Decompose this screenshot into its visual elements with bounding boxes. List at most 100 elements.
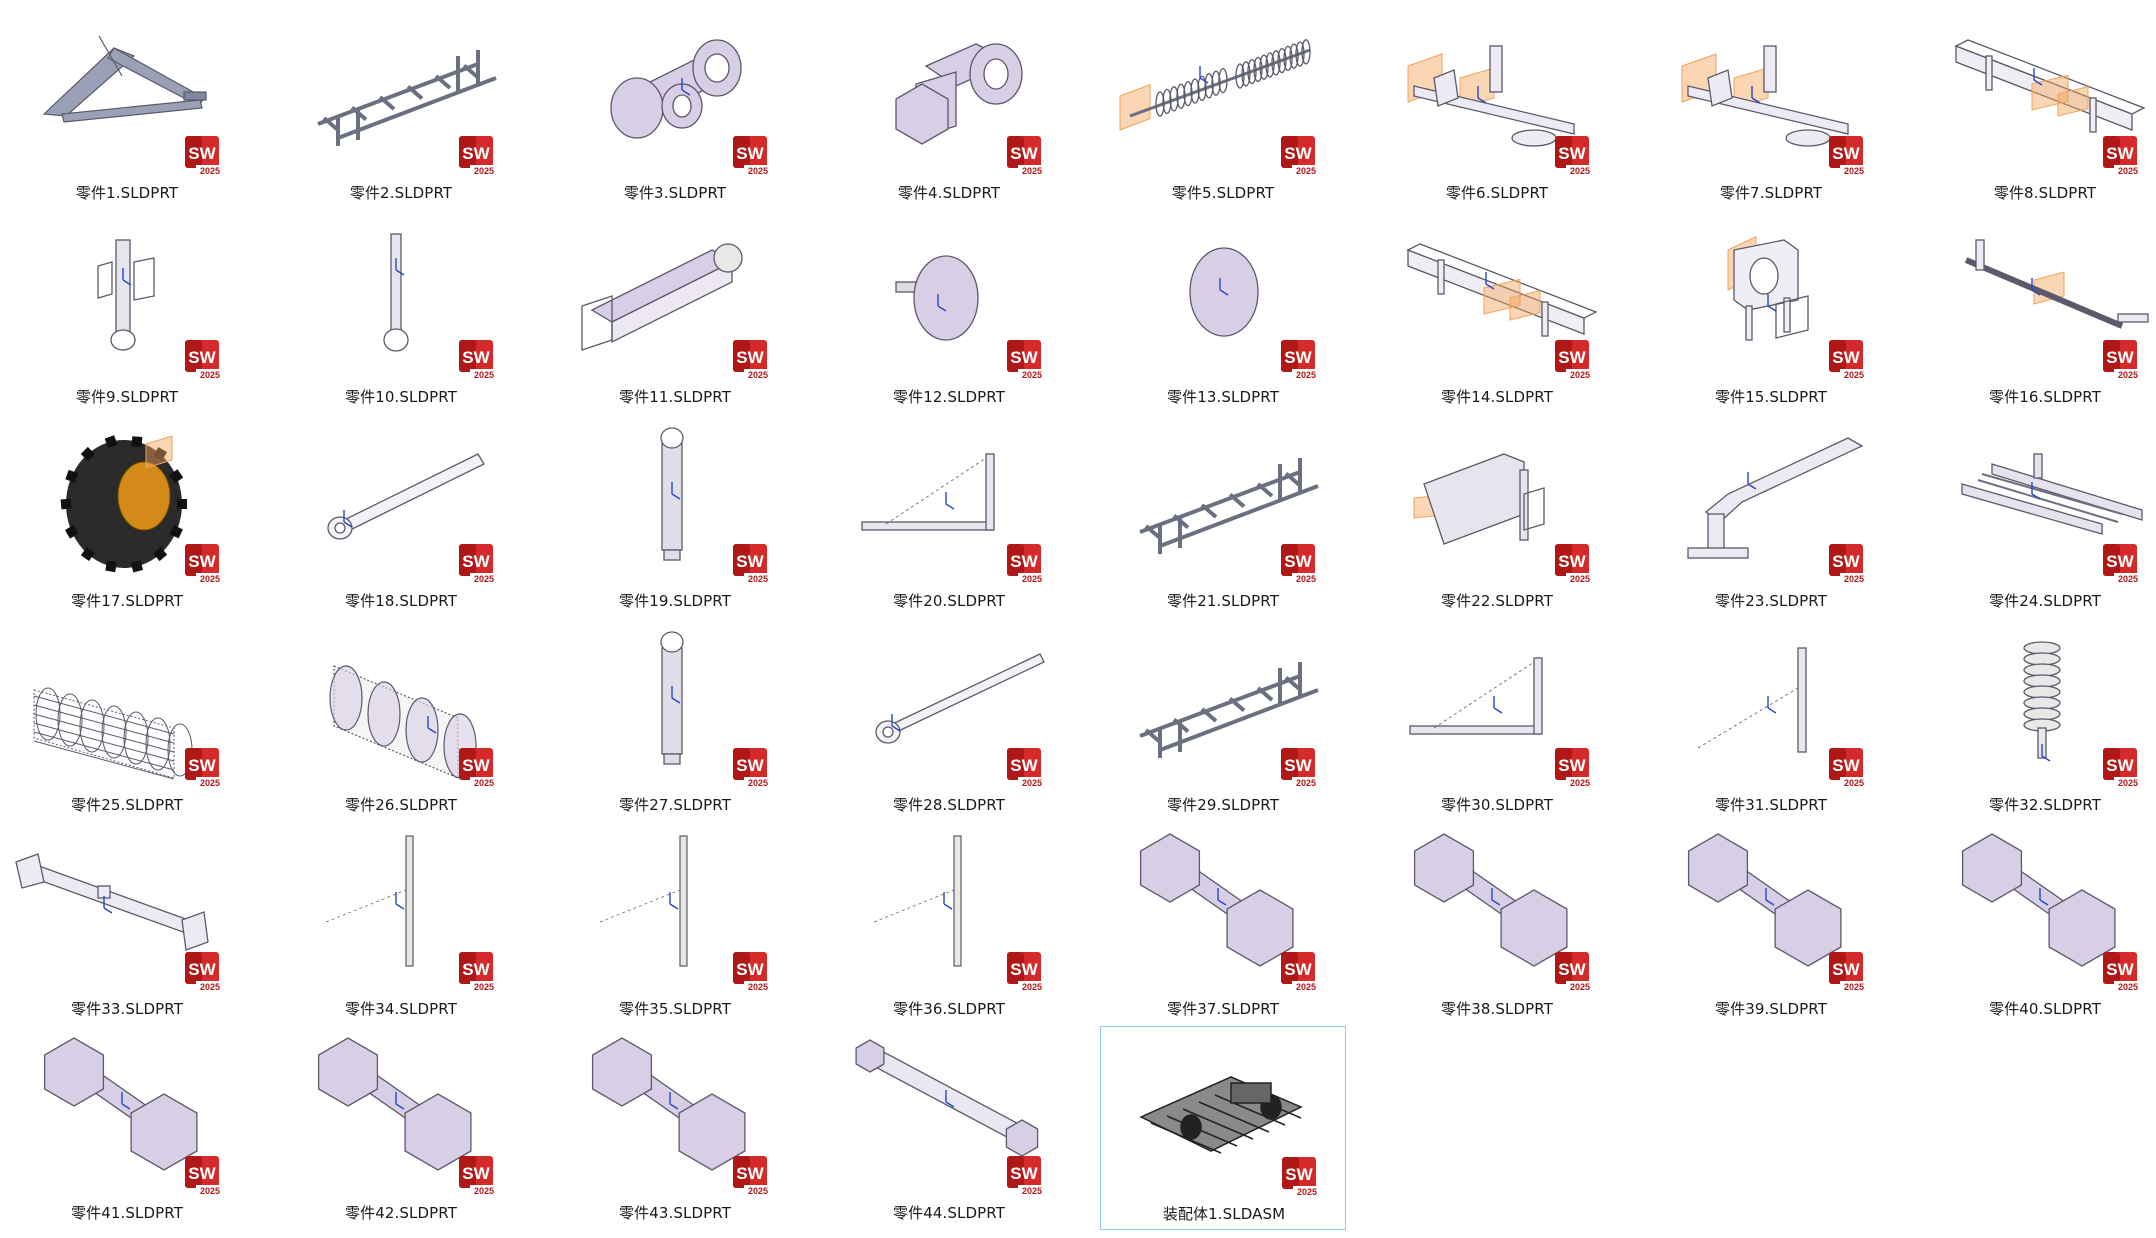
file-tile[interactable]: SW 2025 零件14.SLDPRT [1374, 210, 1620, 414]
svg-text:2025: 2025 [200, 370, 220, 380]
file-name-label: 零件2.SLDPRT [349, 184, 453, 202]
file-tile[interactable]: SW 2025 零件7.SLDPRT [1648, 6, 1894, 210]
svg-text:2025: 2025 [1570, 778, 1590, 788]
svg-text:SW: SW [736, 960, 764, 979]
svg-text:SW: SW [1558, 144, 1586, 163]
file-tile[interactable]: SW 2025 零件17.SLDPRT [4, 414, 250, 618]
file-tile[interactable]: SW 2025 零件34.SLDPRT [278, 822, 524, 1026]
svg-text:SW: SW [1832, 552, 1860, 571]
part-thumbnail [1922, 414, 2156, 590]
svg-text:SW: SW [1558, 552, 1586, 571]
file-tile[interactable]: SW 2025 零件19.SLDPRT [552, 414, 798, 618]
file-tile[interactable]: SW 2025 零件21.SLDPRT [1100, 414, 1346, 618]
file-tile[interactable]: SW 2025 零件36.SLDPRT [826, 822, 1072, 1026]
file-tile[interactable]: SW 2025 零件39.SLDPRT [1648, 822, 1894, 1026]
file-tile[interactable]: SW 2025 零件31.SLDPRT [1648, 618, 1894, 822]
svg-text:SW: SW [188, 756, 216, 775]
part-thumbnail [826, 1026, 1072, 1202]
file-tile[interactable]: SW 2025 零件26.SLDPRT [278, 618, 524, 822]
svg-text:SW: SW [2106, 348, 2134, 367]
file-tile[interactable]: SW 2025 零件24.SLDPRT [1922, 414, 2156, 618]
svg-text:SW: SW [462, 756, 490, 775]
file-tile[interactable]: SW 2025 零件8.SLDPRT [1922, 6, 2156, 210]
solidworks-icon: SW 2025 [456, 542, 500, 584]
file-tile[interactable]: SW 2025 零件11.SLDPRT [552, 210, 798, 414]
file-tile[interactable]: SW 2025 零件23.SLDPRT [1648, 414, 1894, 618]
solidworks-icon: SW 2025 [182, 1154, 226, 1196]
part-thumbnail [278, 822, 524, 998]
part-thumbnail [552, 1026, 798, 1202]
file-tile[interactable]: SW 2025 零件35.SLDPRT [552, 822, 798, 1026]
file-tile[interactable]: SW 2025 零件32.SLDPRT [1922, 618, 2156, 822]
svg-text:SW: SW [462, 960, 490, 979]
file-name-label: 零件20.SLDPRT [893, 592, 1005, 610]
svg-text:2025: 2025 [200, 982, 220, 992]
file-name-label: 零件9.SLDPRT [75, 388, 179, 406]
file-tile[interactable]: SW 2025 零件40.SLDPRT [1922, 822, 2156, 1026]
part-thumbnail [1648, 414, 1894, 590]
part-thumbnail [1648, 822, 1894, 998]
file-tile[interactable]: SW 2025 零件2.SLDPRT [278, 6, 524, 210]
file-name-label: 零件29.SLDPRT [1167, 796, 1279, 814]
svg-text:SW: SW [1010, 1164, 1038, 1183]
solidworks-icon: SW 2025 [182, 134, 226, 176]
part-thumbnail [278, 6, 524, 182]
file-tile[interactable]: SW 2025 零件20.SLDPRT [826, 414, 1072, 618]
svg-text:2025: 2025 [1022, 574, 1042, 584]
svg-text:2025: 2025 [1844, 370, 1864, 380]
file-tile[interactable]: SW 2025 零件41.SLDPRT [4, 1026, 250, 1230]
part-thumbnail [4, 822, 250, 998]
file-tile[interactable]: SW 2025 零件29.SLDPRT [1100, 618, 1346, 822]
part-thumbnail [552, 822, 798, 998]
solidworks-icon: SW 2025 [1552, 746, 1596, 788]
solidworks-icon: SW 2025 [1004, 1154, 1048, 1196]
file-tile[interactable]: SW 2025 零件9.SLDPRT [4, 210, 250, 414]
solidworks-icon: SW 2025 [1826, 950, 1870, 992]
file-tile[interactable]: SW 2025 零件44.SLDPRT [826, 1026, 1072, 1230]
file-name-label: 零件14.SLDPRT [1441, 388, 1553, 406]
solidworks-icon: SW 2025 [1004, 134, 1048, 176]
file-name-label: 零件12.SLDPRT [893, 388, 1005, 406]
part-thumbnail [1922, 618, 2156, 794]
file-tile[interactable]: SW 2025 零件27.SLDPRT [552, 618, 798, 822]
svg-text:SW: SW [1010, 348, 1038, 367]
file-tile[interactable]: SW 2025 零件6.SLDPRT [1374, 6, 1620, 210]
solidworks-icon: SW 2025 [1279, 1155, 1323, 1197]
file-tile[interactable]: SW 2025 零件10.SLDPRT [278, 210, 524, 414]
solidworks-icon: SW 2025 [1278, 746, 1322, 788]
svg-text:SW: SW [1832, 960, 1860, 979]
file-tile[interactable]: SW 2025 零件15.SLDPRT [1648, 210, 1894, 414]
file-tile[interactable]: SW 2025 零件18.SLDPRT [278, 414, 524, 618]
file-tile[interactable]: SW 2025 零件38.SLDPRT [1374, 822, 1620, 1026]
file-tile[interactable]: SW 2025 装配体1.SLDASM [1100, 1026, 1346, 1230]
file-tile[interactable]: SW 2025 零件37.SLDPRT [1100, 822, 1346, 1026]
solidworks-icon: SW 2025 [456, 338, 500, 380]
file-name-label: 零件10.SLDPRT [345, 388, 457, 406]
file-tile[interactable]: SW 2025 零件16.SLDPRT [1922, 210, 2156, 414]
file-tile[interactable]: SW 2025 零件25.SLDPRT [4, 618, 250, 822]
part-thumbnail [1374, 822, 1620, 998]
file-tile[interactable]: SW 2025 零件43.SLDPRT [552, 1026, 798, 1230]
part-thumbnail [4, 6, 250, 182]
file-name-label: 零件42.SLDPRT [345, 1204, 457, 1222]
file-tile[interactable]: SW 2025 零件5.SLDPRT [1100, 6, 1346, 210]
file-name-label: 零件25.SLDPRT [71, 796, 183, 814]
file-tile[interactable]: SW 2025 零件4.SLDPRT [826, 6, 1072, 210]
file-tile[interactable]: SW 2025 零件42.SLDPRT [278, 1026, 524, 1230]
file-name-label: 零件6.SLDPRT [1445, 184, 1549, 202]
solidworks-icon: SW 2025 [2100, 746, 2144, 788]
file-tile[interactable]: SW 2025 零件28.SLDPRT [826, 618, 1072, 822]
file-name-label: 零件23.SLDPRT [1715, 592, 1827, 610]
solidworks-icon: SW 2025 [1552, 338, 1596, 380]
svg-text:2025: 2025 [748, 370, 768, 380]
part-thumbnail [278, 1026, 524, 1202]
file-tile[interactable]: SW 2025 零件30.SLDPRT [1374, 618, 1620, 822]
file-tile[interactable]: SW 2025 零件13.SLDPRT [1100, 210, 1346, 414]
solidworks-icon: SW 2025 [730, 338, 774, 380]
file-tile[interactable]: SW 2025 零件33.SLDPRT [4, 822, 250, 1026]
file-tile[interactable]: SW 2025 零件3.SLDPRT [552, 6, 798, 210]
file-tile[interactable]: SW 2025 零件1.SLDPRT [4, 6, 250, 210]
file-tile[interactable]: SW 2025 零件12.SLDPRT [826, 210, 1072, 414]
file-tile[interactable]: SW 2025 零件22.SLDPRT [1374, 414, 1620, 618]
